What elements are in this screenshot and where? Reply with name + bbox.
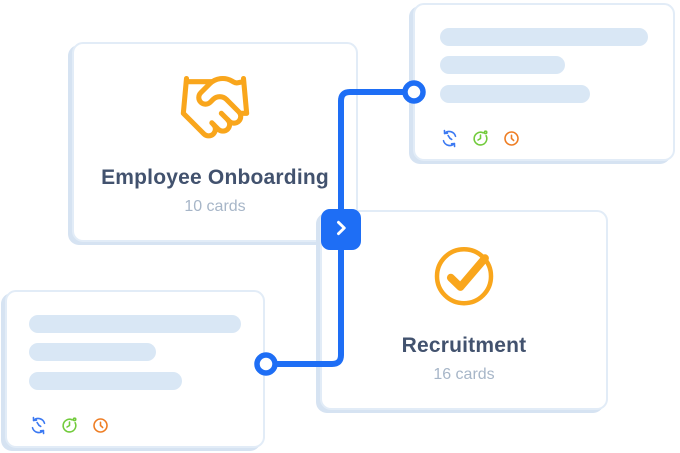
board-card-employee-onboarding[interactable]: Employee Onboarding 10 cards	[72, 42, 358, 242]
recurring-icon	[29, 416, 48, 440]
time-tracking-icon	[60, 416, 79, 440]
task-card-preview-top	[413, 3, 675, 161]
board-card-count: 16 cards	[433, 366, 495, 383]
board-card-count: 10 cards	[184, 198, 246, 215]
time-tracking-icon	[471, 129, 490, 153]
board-title: Recruitment	[401, 334, 527, 357]
task-feature-icons	[29, 416, 241, 440]
clock-icon	[91, 416, 110, 440]
clock-icon	[502, 129, 521, 153]
skeleton-text-bar	[29, 315, 241, 333]
recurring-icon	[440, 129, 459, 153]
move-card-button[interactable]	[321, 209, 361, 250]
chevron-right-icon	[330, 217, 352, 242]
check-circle-icon	[428, 238, 500, 312]
skeleton-text-bar	[440, 28, 648, 46]
task-card-preview-bottom	[5, 290, 265, 448]
task-feature-icons	[440, 129, 648, 153]
skeleton-text-bar	[440, 85, 590, 103]
skeleton-text-bar	[440, 56, 565, 74]
skeleton-text-bar	[29, 372, 182, 390]
board-card-recruitment[interactable]: Recruitment 16 cards	[320, 210, 608, 410]
handshake-icon	[168, 70, 262, 144]
skeleton-text-bar	[29, 343, 157, 361]
board-title: Employee Onboarding	[101, 166, 329, 189]
